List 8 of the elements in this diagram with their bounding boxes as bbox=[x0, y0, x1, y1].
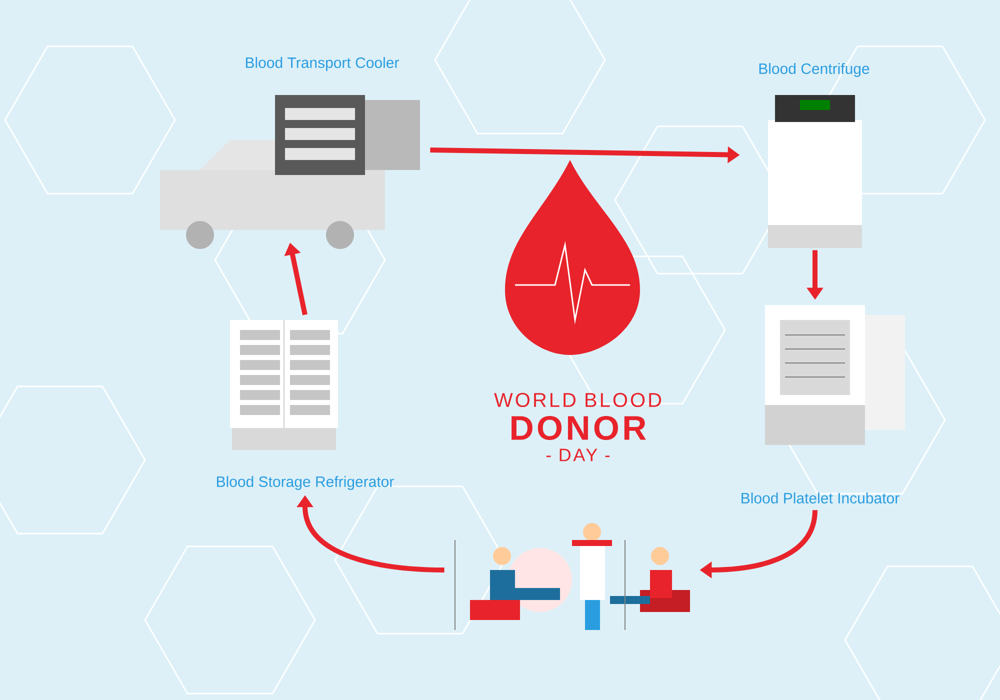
node-label: Blood Platelet Incubator bbox=[742, 492, 900, 504]
node-label: Blood Centrifuge bbox=[759, 62, 870, 77]
heading-text: DONOR bbox=[512, 416, 646, 440]
node-label: Blood Storage Refrigerator bbox=[217, 476, 394, 490]
heading-text: WORLD BLOOD bbox=[494, 392, 662, 408]
heading-text: - DAY - bbox=[546, 448, 610, 462]
node-label: Blood Transport Cooler bbox=[246, 56, 399, 71]
blood-donation-drawing bbox=[454, 522, 690, 630]
